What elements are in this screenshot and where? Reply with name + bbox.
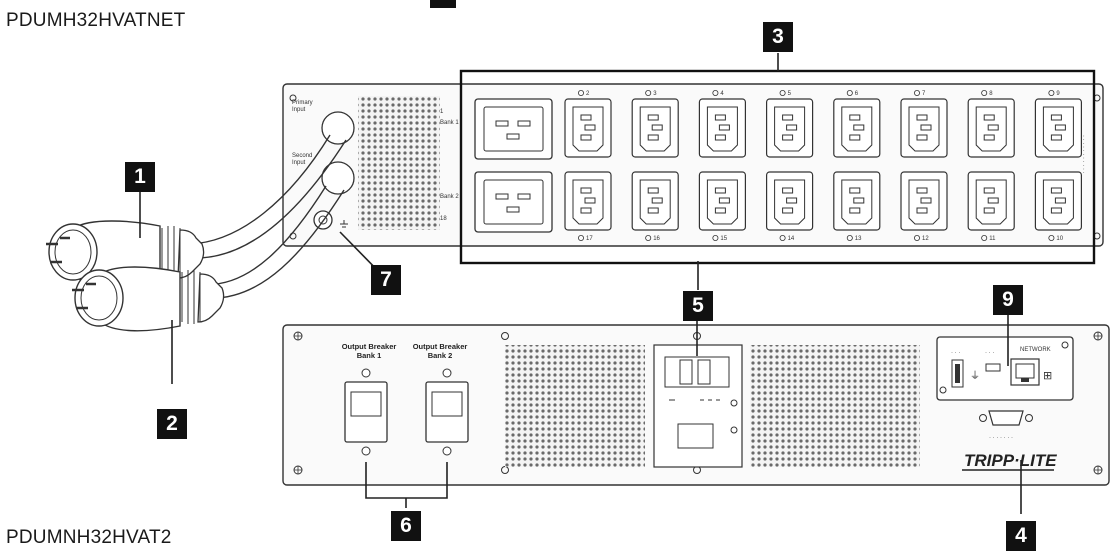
network-icon: ⊞ [1043,369,1052,382]
c13-outlet: 10 [1034,171,1083,242]
c13-outlet: 4 [698,90,747,158]
c13-outlet: 11 [967,171,1015,242]
callout-2: 2 [157,409,187,439]
outlet-number: 12 [922,236,929,242]
network-card: · · · · · · NETWORK ⏚ ⊞ [936,336,1074,401]
bottom-panel: Output Breaker Bank 1 Output Breaker Ban… [282,324,1110,486]
c13-outlets-bottom-row: 17 16 15 14 13 12 11 10 [564,171,1083,242]
bottom-vent-right [750,345,920,467]
usb-icon: ⏚ [970,370,980,382]
bank2-label: Bank 2 [440,194,459,200]
c13-outlet: 13 [833,171,881,242]
callout-1: 1 [125,162,155,192]
output-breaker-bank-1[interactable]: Output Breaker Bank 1 [342,342,397,456]
c13-outlet: 6 [833,90,881,158]
c13-outlets-top-row: 2 3 4 5 6 7 8 9 [564,90,1083,158]
transfer-switch-module[interactable] [653,344,743,468]
c13-outlet: 15 [698,171,747,242]
svg-text:· · · · · · · · · · ·: · · · · · · · · · · · [1080,135,1086,174]
outlet-number: 13 [855,236,862,242]
secondary-input-plug [72,266,225,332]
callout-7: 7 [371,265,401,295]
top-panel: Primary Input Second Input 1 Bank 1 Bank… [282,69,1104,265]
c13-outlet: 8 [967,90,1015,158]
model-name-top: PDUMH32HVATNET [6,10,186,31]
secondary-input-label: Second [292,153,312,159]
outlet-number: 6 [855,91,859,97]
c13-outlet: 9 [1034,90,1083,158]
outlet-number: 10 [1056,236,1063,242]
micro-port[interactable] [985,363,1001,372]
c13-outlet: 12 [900,171,948,242]
outlet-number: 2 [586,91,590,97]
svg-text:Bank 1: Bank 1 [357,351,382,360]
outlet-number: 17 [586,236,593,242]
c13-outlet: 2 [564,90,612,158]
outlet-number: 16 [653,236,660,242]
c13-outlet: 17 [564,171,612,242]
outlet-number: 4 [720,91,724,97]
callout-5: 5 [683,291,713,321]
output-breaker-bank-2[interactable]: Output Breaker Bank 2 [413,342,469,456]
callout-6: 6 [391,511,421,541]
c13-outlet: 3 [631,90,679,158]
primary-input-label: Primary [292,100,313,106]
outlet-number: 9 [1056,91,1060,97]
ethernet-port[interactable] [1010,358,1040,386]
c13-outlet: 5 [765,90,814,158]
bank1-label: Bank 1 [440,120,459,126]
c13-outlet: 16 [631,171,679,242]
callout-4: 4 [1006,521,1036,551]
svg-text:Input: Input [292,107,306,113]
outlet-number: 3 [653,91,657,97]
tripp-lite-logo: TRIPP·LITE [962,451,1057,471]
svg-text:· · · · · · ·: · · · · · · · [989,435,1013,441]
svg-text:TRIPP·LITE: TRIPP·LITE [964,451,1057,470]
callout-3: 3 [763,22,793,52]
outlet-number: 5 [788,91,792,97]
c13-outlet: 14 [765,171,814,242]
serial-port[interactable]: · · · · · · · [979,410,1033,441]
top-left-vent [358,96,440,230]
model-name-bottom: PDUMNH32HVAT2 [6,527,172,548]
svg-text:1: 1 [440,109,444,115]
c19-outlet-top [474,98,553,160]
outlet-number: 14 [788,236,795,242]
outlet-number: 7 [922,91,926,97]
outlet-number: 15 [720,236,727,242]
outlet-number: 11 [989,236,996,242]
svg-text:18: 18 [440,216,447,222]
c19-outlet-bottom [474,171,553,233]
svg-text:Bank 2: Bank 2 [428,351,453,360]
partial-callout [430,0,456,8]
svg-text:Input: Input [292,160,306,166]
svg-text:· · ·: · · · [985,350,994,356]
outlet-number: 8 [989,91,993,97]
network-label: NETWORK [1020,347,1051,353]
c13-outlet: 7 [900,90,948,158]
svg-text:Output Breaker: Output Breaker [342,342,397,351]
bottom-vent-left [505,345,645,467]
usb-port[interactable] [951,359,964,388]
svg-text:· · ·: · · · [951,350,960,356]
svg-text:Output Breaker: Output Breaker [413,342,468,351]
callout-9: 9 [993,285,1023,315]
